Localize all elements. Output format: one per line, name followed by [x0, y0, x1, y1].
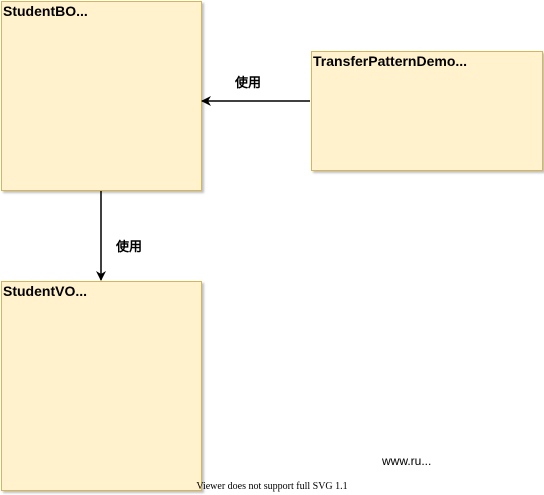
- edge-label-bo-to-vo: 使用: [116, 240, 143, 255]
- class-label-transferpatterndemo: TransferPatternDemo...: [313, 53, 468, 69]
- class-box-transferpatterndemo[interactable]: TransferPatternDemo...: [311, 51, 543, 171]
- class-box-studentbo[interactable]: StudentBO...: [1, 1, 202, 191]
- class-box-studentvo[interactable]: StudentVO...: [1, 281, 202, 491]
- class-label-studentbo: StudentBO...: [3, 3, 88, 19]
- watermark-text: www.ru...: [382, 454, 432, 468]
- edge-label-demo-to-bo: 使用: [235, 76, 262, 91]
- svg-viewer-notice: Viewer does not support full SVG 1.1: [196, 481, 348, 492]
- class-label-studentvo: StudentVO...: [3, 283, 87, 299]
